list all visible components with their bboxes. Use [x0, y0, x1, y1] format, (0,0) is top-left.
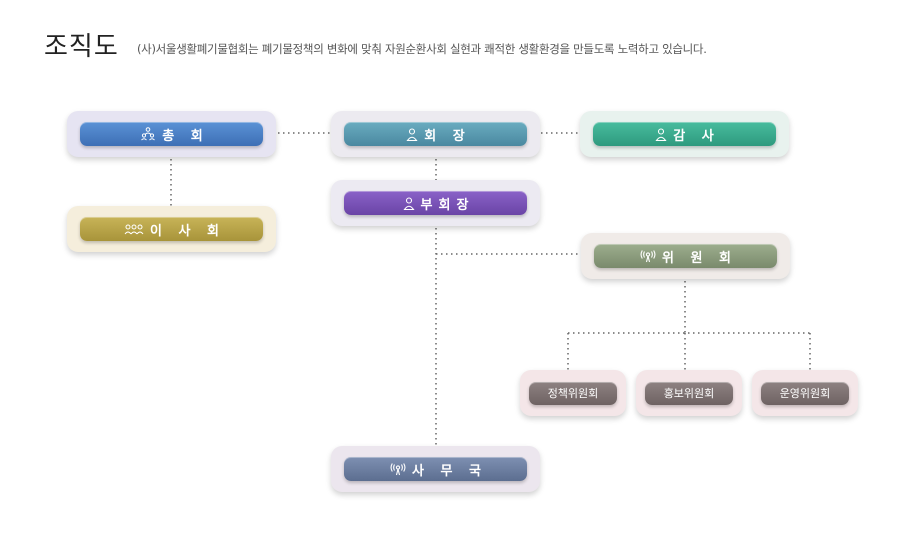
board-label: 이 사 회 [150, 223, 225, 239]
general-assembly-pill: 총 회 [80, 122, 263, 146]
vice-chairman-pill: 부회장 [344, 191, 527, 215]
broadcast-icon [390, 462, 406, 476]
people-icon [124, 223, 144, 235]
node-vice-chairman[interactable]: 부회장 [331, 180, 540, 226]
secretariat-pill: 사 무 국 [344, 457, 527, 481]
committee-label: 위 원 회 [662, 250, 737, 266]
person-icon [406, 127, 418, 141]
node-committee[interactable]: 위 원 회 [581, 233, 790, 279]
node-auditor[interactable]: 감 사 [580, 111, 789, 157]
person-icon [403, 196, 415, 210]
operations-committee-pill: 운영위원회 [761, 381, 849, 405]
operations-committee-label: 운영위원회 [779, 387, 831, 400]
auditor-label: 감 사 [673, 128, 720, 144]
page-subtitle: (사)서울생활폐기물협회는 폐기물정책의 변화에 맞춰 자원순환사회 실현과 쾌… [137, 42, 707, 56]
committee-pill: 위 원 회 [594, 244, 777, 268]
vice-chairman-label: 부회장 [420, 197, 475, 213]
node-policy-committee[interactable]: 정책위원회 [520, 370, 626, 416]
policy-committee-pill: 정책위원회 [529, 381, 617, 405]
node-chairman[interactable]: 회 장 [331, 111, 540, 157]
person-icon [655, 127, 667, 141]
auditor-pill: 감 사 [593, 122, 776, 146]
node-secretariat[interactable]: 사 무 국 [331, 446, 540, 492]
board-pill: 이 사 회 [80, 217, 263, 241]
page-title: 조직도 [44, 32, 119, 62]
pr-committee-pill: 홍보위원회 [645, 381, 733, 405]
pr-committee-label: 홍보위원회 [663, 387, 715, 400]
node-pr-committee[interactable]: 홍보위원회 [636, 370, 742, 416]
people-group-icon [140, 127, 156, 141]
node-board[interactable]: 이 사 회 [67, 206, 276, 252]
broadcast-icon [640, 249, 656, 263]
node-operations-committee[interactable]: 운영위원회 [752, 370, 858, 416]
node-general-assembly[interactable]: 총 회 [67, 111, 276, 157]
secretariat-label: 사 무 국 [412, 463, 487, 479]
policy-committee-label: 정책위원회 [547, 387, 599, 400]
general-assembly-label: 총 회 [162, 128, 209, 144]
chairman-pill: 회 장 [344, 122, 527, 146]
chairman-label: 회 장 [424, 128, 471, 144]
